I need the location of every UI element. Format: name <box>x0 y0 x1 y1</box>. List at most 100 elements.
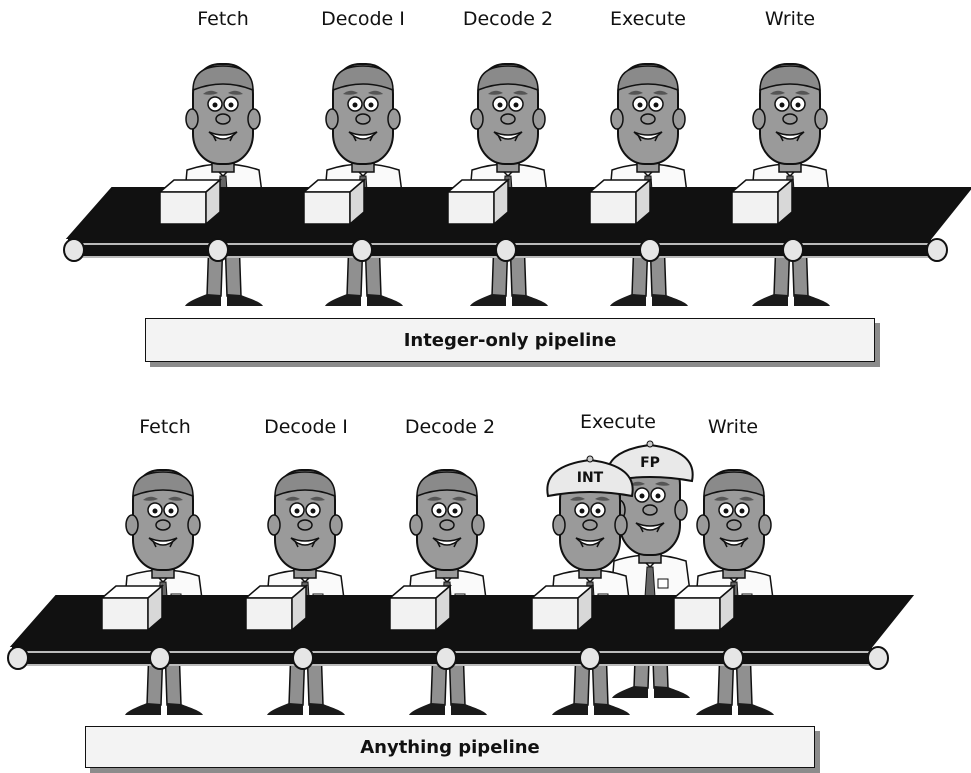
top-pipeline <box>64 64 971 306</box>
nose <box>583 520 597 530</box>
box-front <box>160 192 206 224</box>
pupil <box>514 103 519 108</box>
pupil <box>638 103 643 108</box>
roller <box>436 647 456 669</box>
instruction-box <box>102 586 162 630</box>
pupil <box>311 509 316 514</box>
right-shoe <box>309 703 345 715</box>
right-shoe <box>512 294 548 306</box>
roller <box>208 239 228 261</box>
ear <box>673 109 685 129</box>
nose <box>641 114 655 124</box>
box-front <box>102 598 148 630</box>
pupil <box>724 509 729 514</box>
right-shoe <box>654 686 690 698</box>
ear <box>615 515 627 535</box>
hat-label: FP <box>640 455 660 471</box>
left-shoe <box>610 294 646 306</box>
roller <box>868 647 888 669</box>
left-shoe <box>409 703 445 715</box>
roller <box>783 239 803 261</box>
cap-button <box>587 456 593 462</box>
cap-button <box>647 441 653 447</box>
roller <box>64 239 84 261</box>
nose <box>783 114 797 124</box>
ear <box>553 515 565 535</box>
instruction-box <box>390 586 450 630</box>
instruction-box <box>246 586 306 630</box>
right-shoe <box>451 703 487 715</box>
left-shoe <box>470 294 506 306</box>
roller <box>150 647 170 669</box>
pupil <box>153 509 158 514</box>
pupil <box>453 509 458 514</box>
ear <box>697 515 709 535</box>
box-front <box>532 598 578 630</box>
pipeline-caption: Integer-only pipeline <box>145 318 875 362</box>
left-shoe <box>552 703 588 715</box>
box-front <box>448 192 494 224</box>
ear <box>471 109 483 129</box>
instruction-box <box>448 180 508 224</box>
left-shoe <box>267 703 303 715</box>
ear <box>472 515 484 535</box>
ear <box>330 515 342 535</box>
right-shoe <box>227 294 263 306</box>
ear <box>188 515 200 535</box>
roller <box>496 239 516 261</box>
pupil <box>796 103 801 108</box>
roller <box>293 647 313 669</box>
pocket <box>658 579 668 588</box>
nose <box>298 520 312 530</box>
roller <box>640 239 660 261</box>
left-shoe <box>612 686 648 698</box>
ear <box>611 109 623 129</box>
pupil <box>437 509 442 514</box>
pupil <box>369 103 374 108</box>
left-shoe <box>185 294 221 306</box>
right-shoe <box>652 294 688 306</box>
pupil <box>169 509 174 514</box>
left-shoe <box>696 703 732 715</box>
pupil <box>654 103 659 108</box>
nose <box>356 114 370 124</box>
box-front <box>390 598 436 630</box>
roller <box>580 647 600 669</box>
pupil <box>640 494 645 499</box>
nose <box>216 114 230 124</box>
ear <box>533 109 545 129</box>
right-shoe <box>594 703 630 715</box>
nose <box>501 114 515 124</box>
pupil <box>780 103 785 108</box>
instruction-box <box>732 180 792 224</box>
box-front <box>674 598 720 630</box>
ear <box>815 109 827 129</box>
pupil <box>353 103 358 108</box>
pupil <box>213 103 218 108</box>
nose <box>156 520 170 530</box>
roller <box>723 647 743 669</box>
pipeline-caption: Anything pipeline <box>85 726 815 768</box>
pupil <box>656 494 661 499</box>
ear <box>326 109 338 129</box>
pupil <box>498 103 503 108</box>
ear <box>388 109 400 129</box>
ear <box>186 109 198 129</box>
roller <box>352 239 372 261</box>
ear <box>410 515 422 535</box>
instruction-box <box>304 180 364 224</box>
ear <box>675 500 687 520</box>
ear <box>268 515 280 535</box>
pupil <box>229 103 234 108</box>
instruction-box <box>674 586 734 630</box>
box-front <box>732 192 778 224</box>
roller <box>8 647 28 669</box>
pupil <box>580 509 585 514</box>
left-shoe <box>325 294 361 306</box>
box-front <box>304 192 350 224</box>
pupil <box>596 509 601 514</box>
pupil <box>295 509 300 514</box>
